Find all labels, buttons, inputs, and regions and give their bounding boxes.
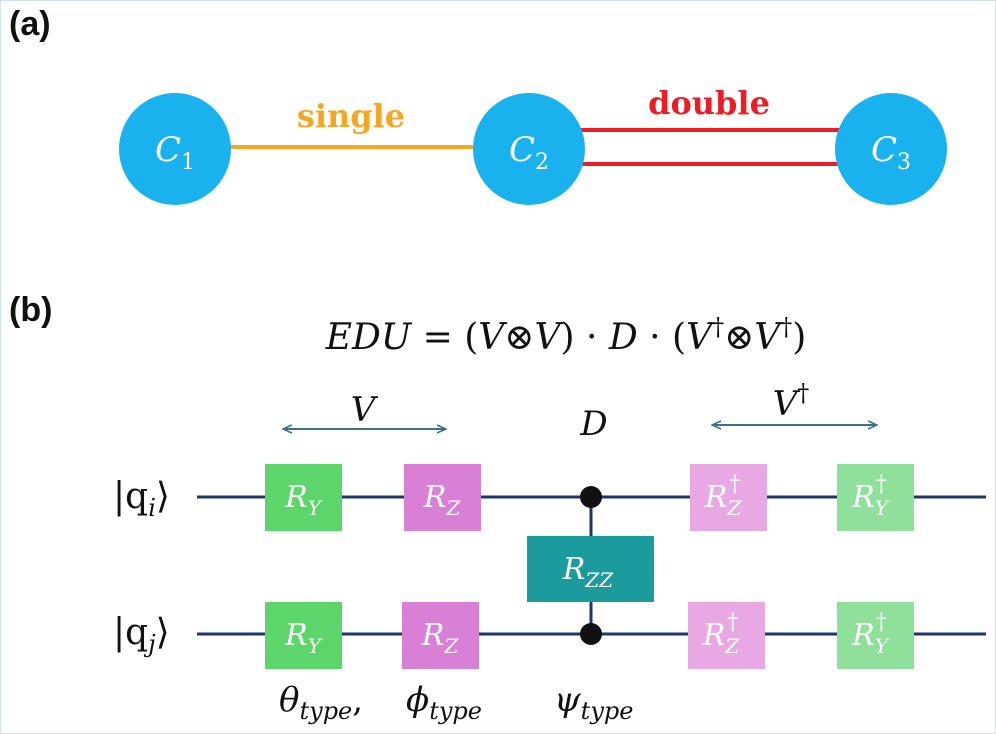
rz-dagger-gate-qi xyxy=(690,464,767,531)
ry-gate-qj-label: RY xyxy=(284,618,323,658)
ry-gate-qi-label: RY xyxy=(284,480,323,520)
rz-dagger-gate-qi-label: RZ† xyxy=(704,472,743,520)
rz-gate-qj-label: RZ xyxy=(421,618,460,658)
atom-c2-label: C2 xyxy=(509,130,549,175)
param-theta-label: θtype, xyxy=(279,680,363,725)
atom-c3 xyxy=(835,93,947,205)
atom-c1 xyxy=(119,93,231,205)
rzz-gate xyxy=(527,536,654,602)
rz-dagger-gate-qj xyxy=(688,602,765,669)
double-bond-label: double xyxy=(648,84,770,122)
param-psi-label: ψtype xyxy=(554,680,633,725)
rzz-gate-label: RZZ xyxy=(562,552,614,592)
rz-gate-qi xyxy=(404,464,481,531)
qubit-i-label: |qi⟩ xyxy=(113,476,170,522)
ry-dagger-gate-qj xyxy=(837,602,914,669)
ry-dagger-gate-qi-label: RY† xyxy=(851,472,890,520)
panel-a-label: (a) xyxy=(9,5,51,43)
qubit-j-label: |qj⟩ xyxy=(113,612,170,658)
ry-gate-qj xyxy=(265,602,342,669)
ry-dagger-gate-qi xyxy=(837,464,914,531)
atom-c1-label: C1 xyxy=(155,130,195,175)
panel-b-label: (b) xyxy=(9,291,53,329)
control-dot-qi xyxy=(580,486,602,508)
atom-c2 xyxy=(473,93,585,205)
rz-dagger-gate-qj-label: RZ† xyxy=(702,610,741,658)
param-phi-label: ϕtype xyxy=(406,680,482,725)
d-group-label: D xyxy=(579,404,607,444)
vdag-group-label: V† xyxy=(773,379,810,424)
control-dot-qj xyxy=(580,623,602,645)
single-bond-label: single xyxy=(297,97,405,135)
ry-dagger-gate-qj-label: RY† xyxy=(851,610,890,658)
rz-gate-qi-label: RZ xyxy=(423,480,462,520)
rz-gate-qj xyxy=(402,602,479,669)
atom-c3-label: C3 xyxy=(871,130,911,175)
edu-equation: EDU = (V⊗V) · D · (V†⊗V†) xyxy=(325,313,807,358)
v-group-label: V xyxy=(351,390,379,430)
ry-gate-qi xyxy=(265,464,342,531)
